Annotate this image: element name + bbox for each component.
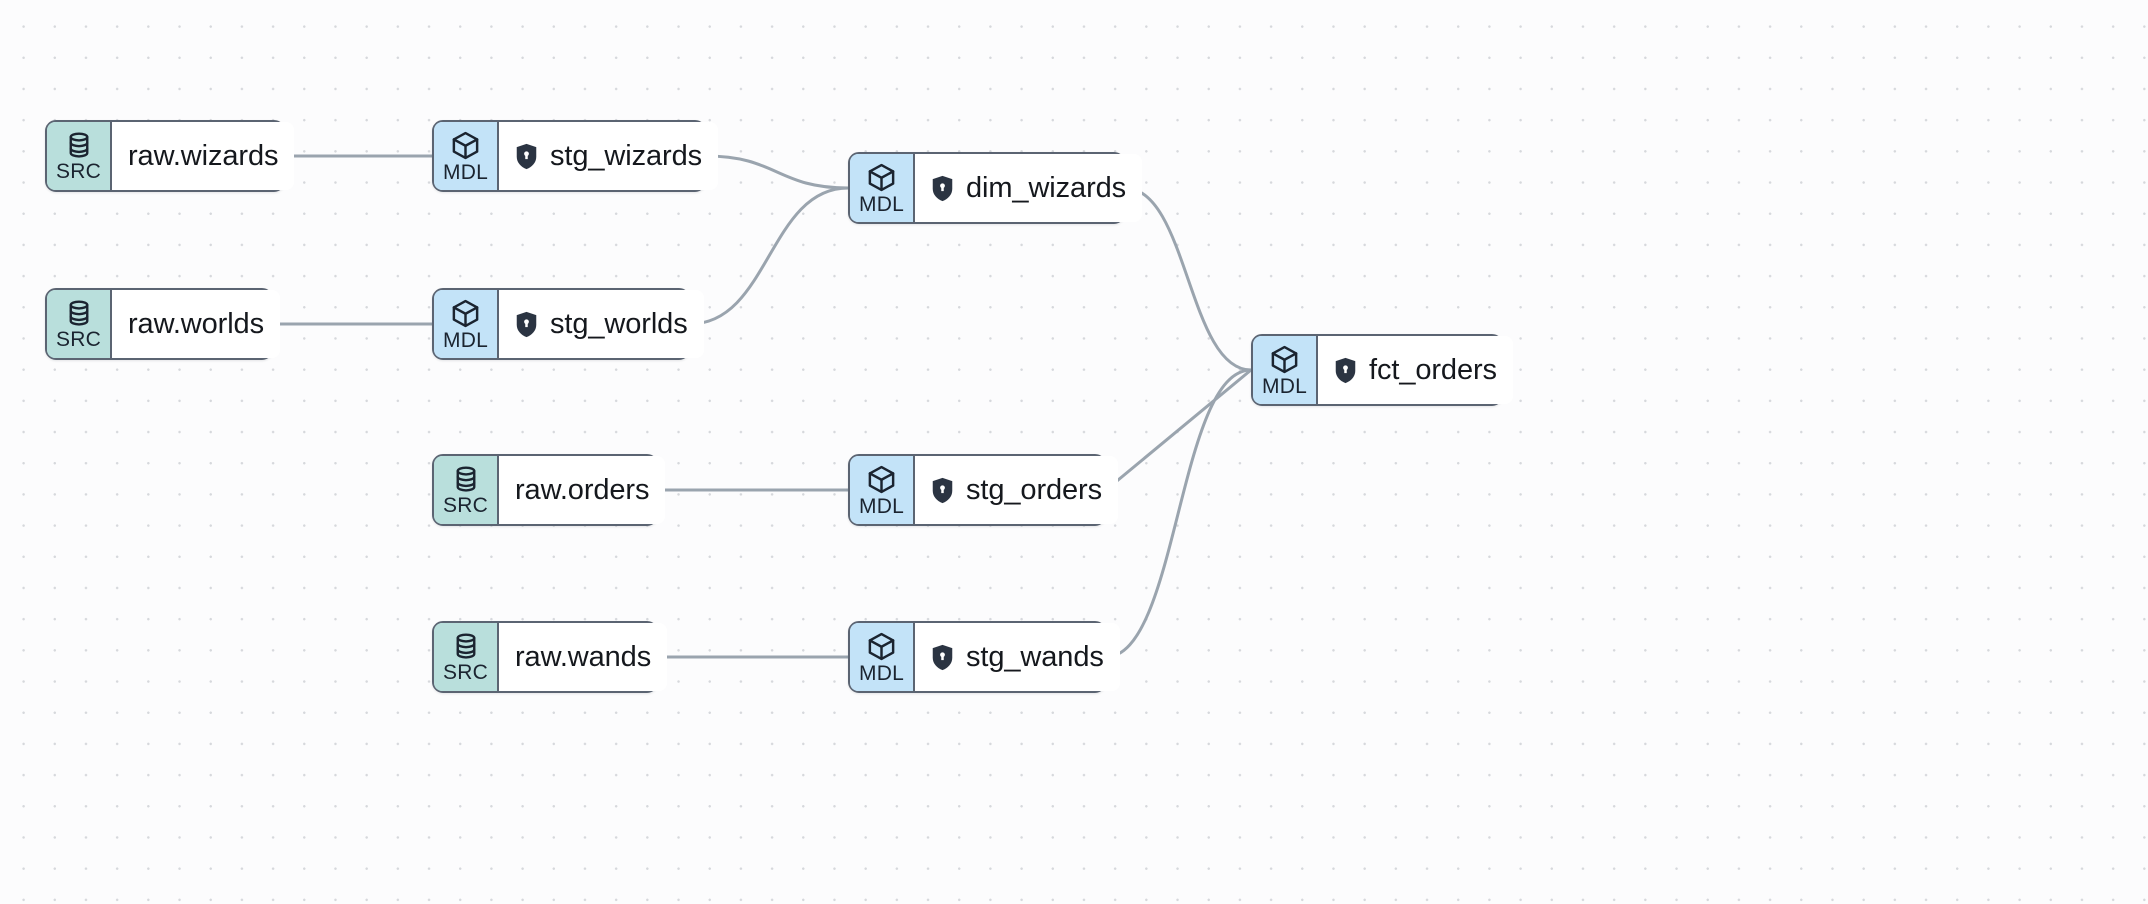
node-type-badge-mdl: MDL bbox=[1253, 336, 1318, 404]
node-type-label: MDL bbox=[443, 160, 488, 184]
shield-lock-icon bbox=[931, 644, 954, 671]
node-raw_orders[interactable]: SRC raw.orders bbox=[432, 454, 666, 526]
node-label: raw.worlds bbox=[128, 307, 264, 340]
node-body: raw.wizards bbox=[112, 122, 295, 190]
node-body: stg_worlds bbox=[499, 290, 704, 358]
shield-lock-icon bbox=[515, 311, 538, 338]
node-fct_orders[interactable]: MDL fct_orders bbox=[1251, 334, 1513, 406]
node-type-badge-mdl: MDL bbox=[434, 122, 499, 190]
node-body: stg_wands bbox=[915, 623, 1120, 691]
node-body: raw.orders bbox=[499, 456, 666, 524]
node-body: stg_wizards bbox=[499, 122, 719, 190]
node-dim_wizards[interactable]: MDL dim_wizards bbox=[848, 152, 1143, 224]
node-body: raw.worlds bbox=[112, 290, 280, 358]
database-icon bbox=[64, 130, 94, 160]
node-label: raw.wands bbox=[515, 640, 652, 673]
node-label: raw.orders bbox=[515, 473, 650, 506]
cube-icon bbox=[866, 631, 897, 662]
cube-icon bbox=[866, 162, 897, 193]
node-type-label: SRC bbox=[56, 160, 101, 183]
edge-stg_wizards-to-dim_wizards bbox=[704, 154, 850, 190]
node-body: fct_orders bbox=[1318, 336, 1513, 404]
node-type-badge-mdl: MDL bbox=[434, 290, 499, 358]
cube-icon bbox=[866, 464, 897, 495]
node-body: stg_orders bbox=[915, 456, 1119, 524]
node-label: stg_wizards bbox=[550, 139, 703, 172]
node-type-badge-src: SRC bbox=[47, 122, 112, 190]
cube-icon bbox=[1269, 344, 1300, 375]
shield-lock-icon bbox=[931, 175, 954, 202]
edge-dim_wizards-to-fct_orders bbox=[1123, 186, 1253, 372]
node-label: stg_orders bbox=[966, 473, 1103, 506]
edge-stg_worlds-to-dim_wizards bbox=[688, 186, 850, 326]
database-icon bbox=[451, 631, 481, 661]
edge-stg_wands-to-fct_orders bbox=[1104, 368, 1253, 659]
node-type-badge-mdl: MDL bbox=[850, 456, 915, 524]
node-type-label: SRC bbox=[443, 494, 488, 517]
node-type-badge-mdl: MDL bbox=[850, 154, 915, 222]
node-raw_wizards[interactable]: SRC raw.wizards bbox=[45, 120, 295, 192]
cube-icon bbox=[450, 298, 481, 329]
node-type-badge-src: SRC bbox=[434, 623, 499, 691]
node-stg_wizards[interactable]: MDL stg_wizards bbox=[432, 120, 719, 192]
node-type-badge-src: SRC bbox=[47, 290, 112, 358]
node-label: stg_worlds bbox=[550, 307, 688, 340]
node-type-badge-mdl: MDL bbox=[850, 623, 915, 691]
node-label: fct_orders bbox=[1369, 353, 1497, 386]
node-stg_worlds[interactable]: MDL stg_worlds bbox=[432, 288, 704, 360]
node-type-label: MDL bbox=[443, 328, 488, 352]
node-type-label: MDL bbox=[1262, 374, 1307, 398]
node-stg_orders[interactable]: MDL stg_orders bbox=[848, 454, 1119, 526]
node-type-badge-src: SRC bbox=[434, 456, 499, 524]
cube-icon bbox=[450, 130, 481, 161]
node-raw_wands[interactable]: SRC raw.wands bbox=[432, 621, 668, 693]
node-type-label: MDL bbox=[859, 494, 904, 518]
database-icon bbox=[64, 298, 94, 328]
node-type-label: MDL bbox=[859, 192, 904, 216]
node-type-label: SRC bbox=[443, 661, 488, 684]
node-raw_worlds[interactable]: SRC raw.worlds bbox=[45, 288, 280, 360]
node-type-label: SRC bbox=[56, 328, 101, 351]
node-label: stg_wands bbox=[966, 640, 1104, 673]
node-body: dim_wizards bbox=[915, 154, 1143, 222]
node-label: raw.wizards bbox=[128, 139, 279, 172]
shield-lock-icon bbox=[1334, 357, 1357, 384]
node-type-label: MDL bbox=[859, 661, 904, 685]
shield-lock-icon bbox=[515, 143, 538, 170]
shield-lock-icon bbox=[931, 477, 954, 504]
node-label: dim_wizards bbox=[966, 171, 1127, 204]
node-stg_wands[interactable]: MDL stg_wands bbox=[848, 621, 1120, 693]
edge-stg_orders-to-fct_orders bbox=[1104, 368, 1253, 492]
node-body: raw.wands bbox=[499, 623, 668, 691]
database-icon bbox=[451, 464, 481, 494]
